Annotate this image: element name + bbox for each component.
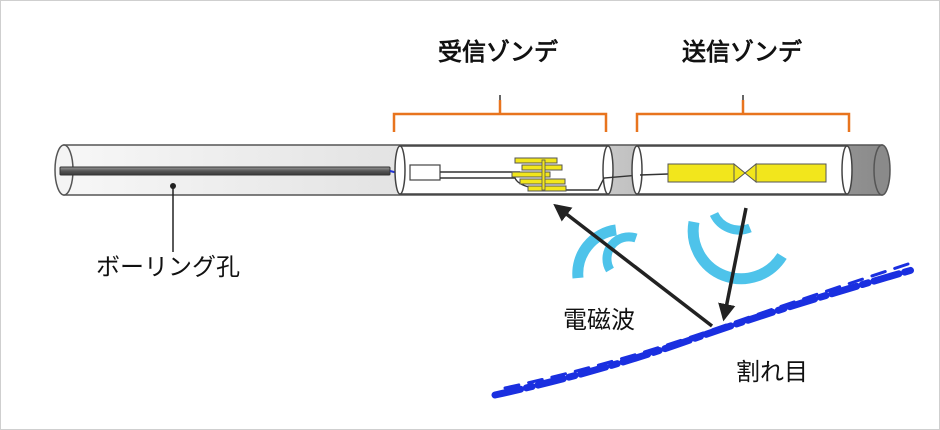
reflected-wave-arrow — [553, 203, 714, 328]
receiver-sonde-label: 受信ゾンデ — [438, 38, 558, 66]
borehole-leader — [170, 183, 176, 252]
receiver-sonde — [394, 145, 641, 195]
receiver-connector — [409, 164, 441, 181]
transmitter-sonde-label: 送信ゾンデ — [682, 38, 802, 66]
transmitter-sonde-bracket — [635, 100, 851, 132]
crack-label: 割れ目 — [736, 358, 808, 386]
wave-arcs-transmit-icon — [687, 211, 787, 285]
receiver-coil-icon — [511, 157, 567, 192]
wave-arcs-receive-icon — [572, 224, 638, 279]
transmitted-wave-arrow — [718, 207, 748, 322]
borehole-label: ボーリング孔 — [96, 253, 240, 281]
transmitter-sonde — [631, 145, 853, 195]
electromagnetic-wave-label: 電磁波 — [563, 306, 635, 334]
receiver-sonde-bracket — [392, 100, 608, 132]
borehole-rod — [59, 166, 411, 177]
transmitter-dipole-antenna-icon — [667, 162, 827, 184]
crack-fracture-line — [491, 262, 916, 399]
